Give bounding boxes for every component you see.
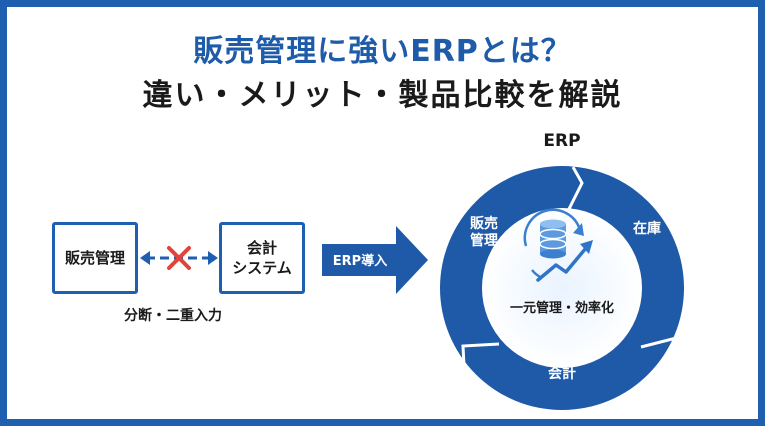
segment-sales-line1: 販売: [470, 215, 498, 232]
accounting-label-line1: 会計: [246, 238, 277, 257]
page-title-line1: 販売管理に強いERPとは？: [193, 34, 572, 69]
database-icon: [539, 219, 567, 259]
ring-dividers: [461, 166, 678, 367]
cross-icon: [167, 246, 191, 270]
segment-accounting: 会計: [548, 365, 576, 382]
disconnected-link: [140, 246, 218, 270]
sales-management-box: 販売管理: [52, 222, 138, 294]
erp-ring-diagram: ERP 販売 管理 在庫 会計 一元管理・効率化: [440, 131, 684, 410]
center-label: 一元管理・効率化: [510, 300, 614, 316]
segment-sales-line2: 管理: [470, 232, 498, 249]
sales-management-label: 販売管理: [64, 248, 125, 267]
accounting-label-line2: システム: [232, 259, 292, 277]
erp-introduction-label: ERP導入: [332, 254, 388, 269]
segment-inventory: 在庫: [633, 220, 661, 237]
erp-introduction-arrow: [322, 226, 428, 294]
page-title-line2: 違い・メリット・製品比較を解説: [142, 78, 623, 113]
separation-caption: 分断・二重入力: [124, 308, 222, 324]
ring-center: [482, 208, 642, 368]
accounting-system-box: 会計 システム: [219, 222, 305, 294]
erp-ring-title: ERP: [543, 131, 580, 151]
growth-chart-icon: [536, 240, 593, 282]
